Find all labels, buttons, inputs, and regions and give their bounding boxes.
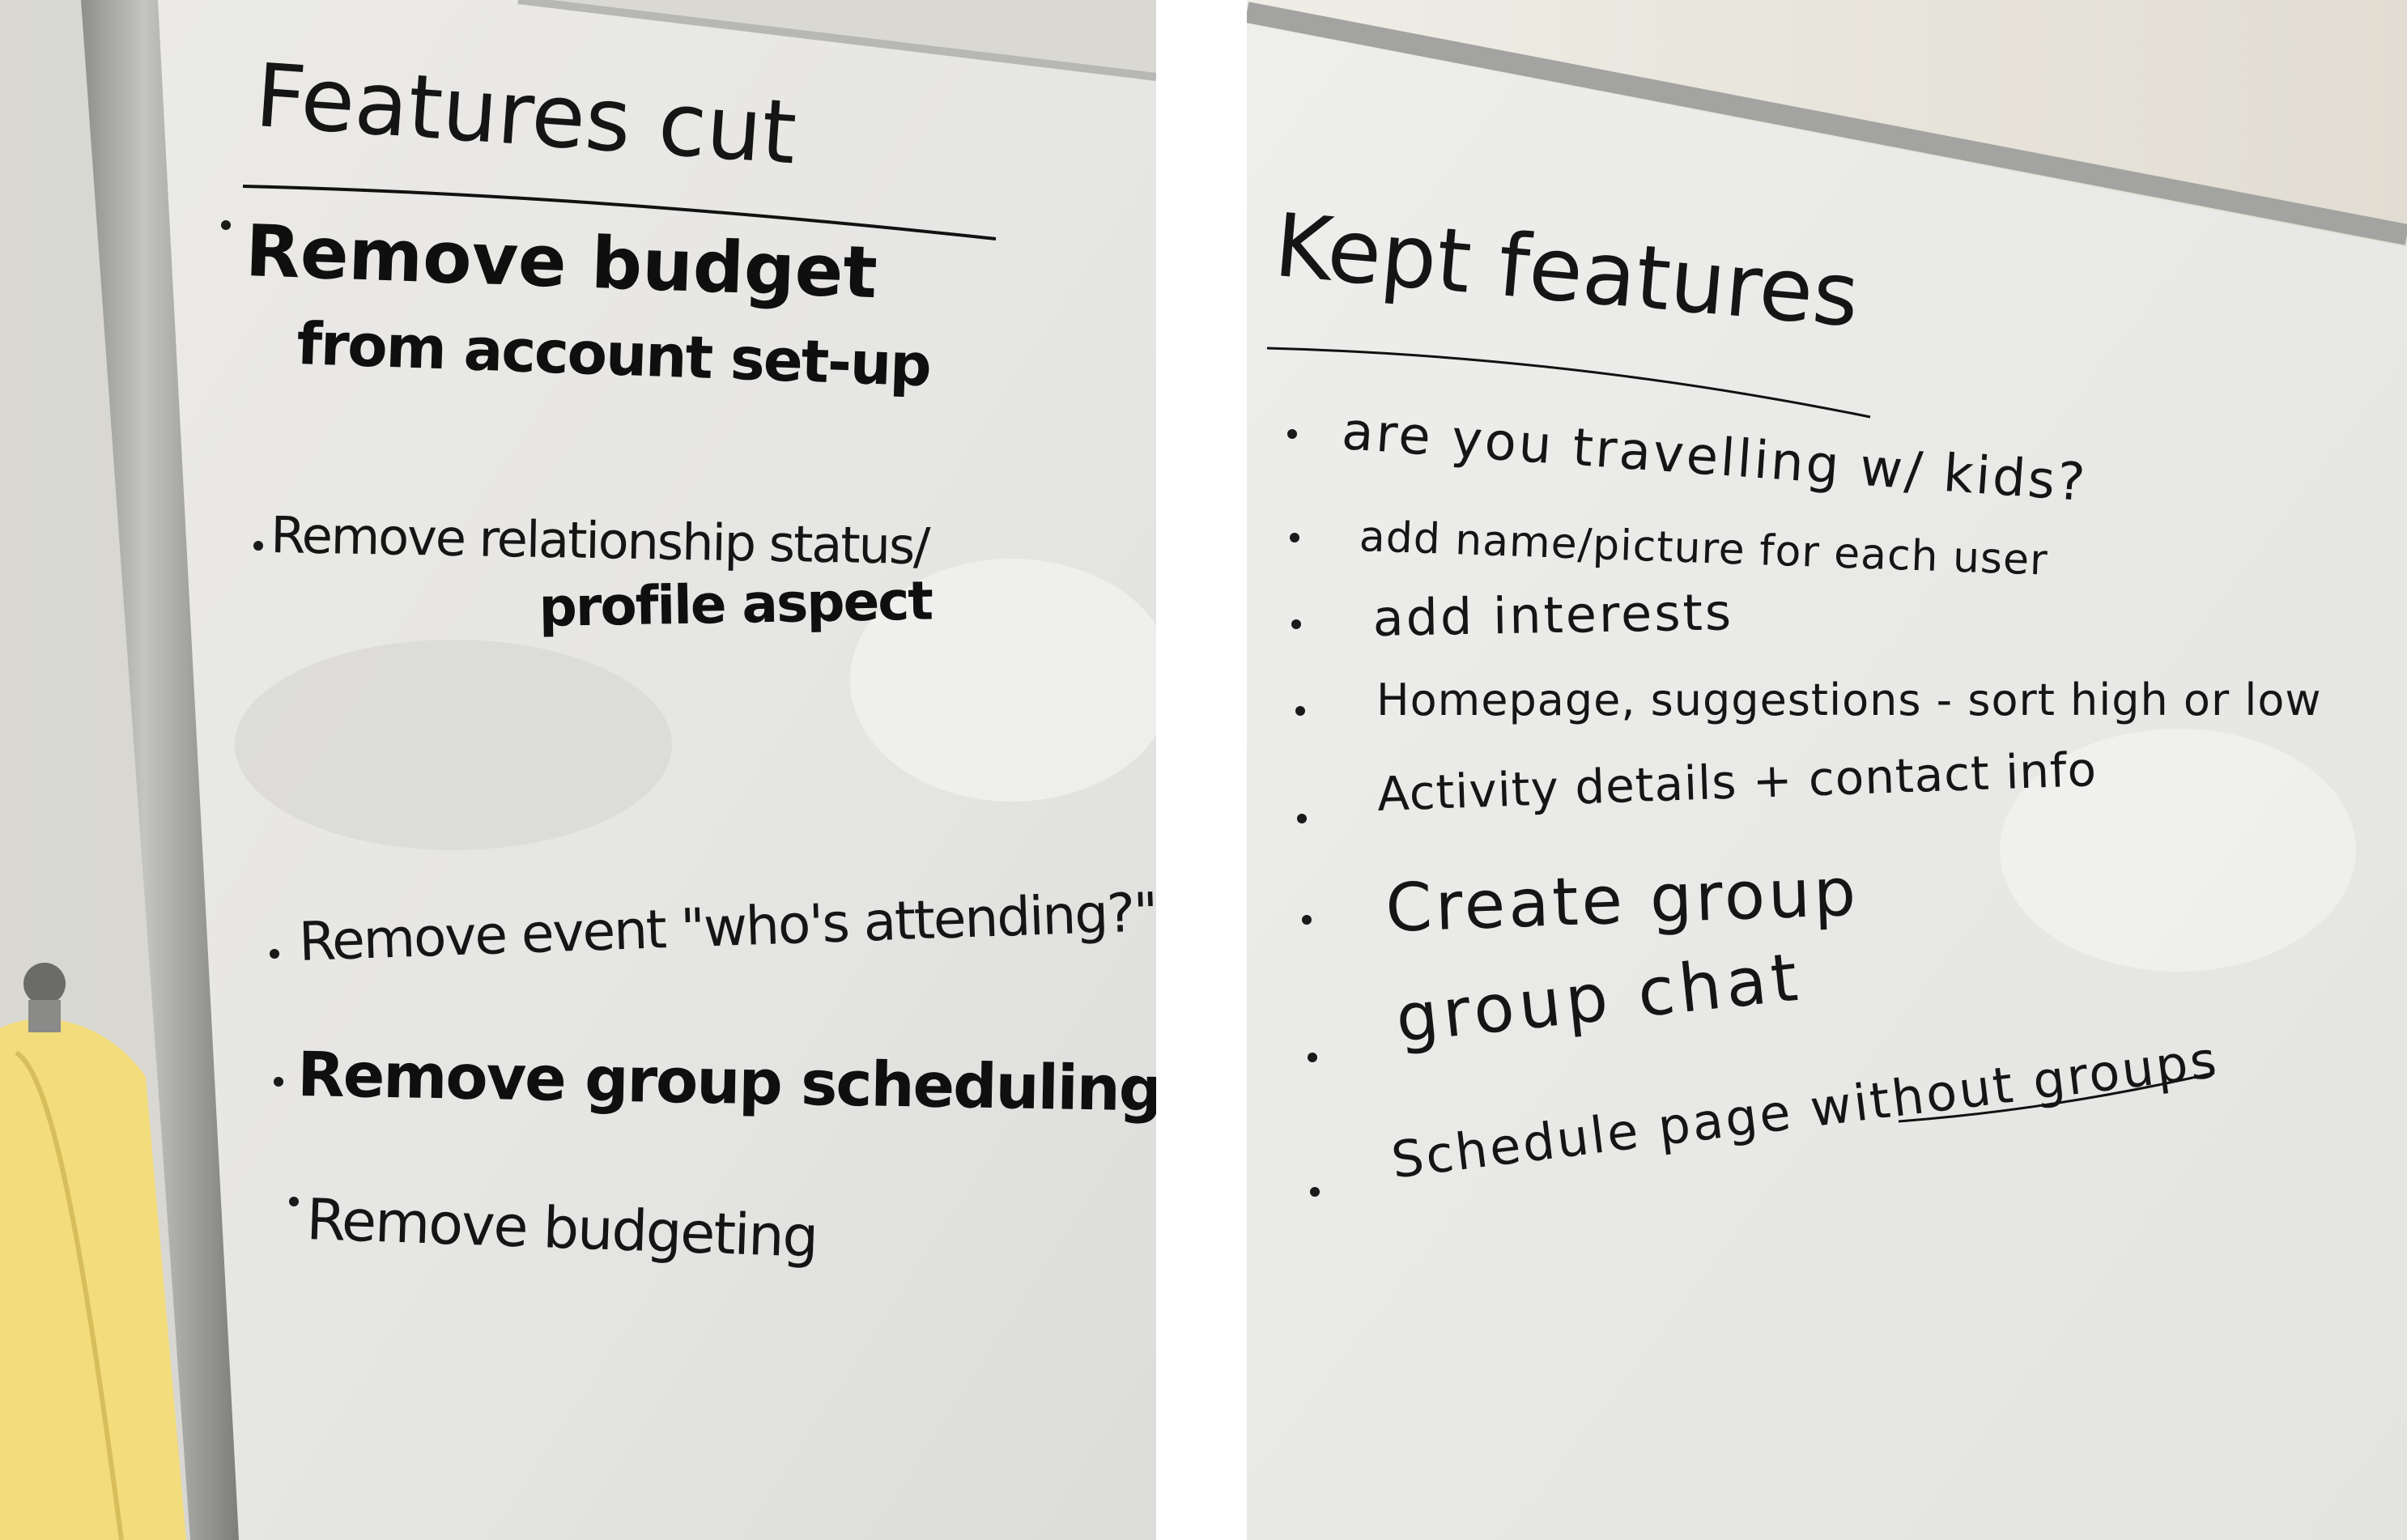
bullet	[274, 1077, 283, 1087]
heading-underline	[242, 185, 997, 240]
kept-item-6: Create group	[1384, 853, 1861, 947]
bullet	[253, 541, 263, 551]
left-whiteboard-photo: Features cut Remove budget from account …	[0, 0, 1156, 1540]
kept-item-3: add interests	[1371, 582, 1734, 648]
bullet	[1290, 533, 1299, 542]
glare	[850, 559, 1156, 802]
without-groups-underline	[1898, 1071, 2215, 1123]
bullet	[1287, 429, 1297, 439]
yellow-cloth	[0, 1019, 186, 1540]
cut-item-2-line1: Remove relationship status/	[270, 505, 929, 576]
top-frame	[517, 0, 1156, 81]
right-whiteboard-photo: Kept features are you travelling w/ kids…	[1247, 0, 2407, 1540]
bullet	[1291, 619, 1301, 629]
left-photo-background	[0, 0, 1156, 1540]
kept-item-4: Homepage, suggestions - sort high or low	[1376, 674, 2322, 725]
whiteboard-frame-top	[1247, 2, 2407, 245]
glare	[2000, 729, 2356, 972]
whiteboard-frame	[81, 0, 239, 1540]
cut-item-4: Remove group scheduling	[296, 1038, 1156, 1125]
whiteboard-surface	[1247, 24, 2407, 1540]
bullet	[1297, 814, 1307, 823]
right-photo-background	[1247, 0, 2407, 1540]
bullet	[270, 949, 279, 959]
erased-smudge	[235, 640, 672, 850]
clip-icon	[28, 1000, 61, 1032]
bullet	[289, 1197, 299, 1206]
bullet	[221, 220, 231, 230]
bullet	[1295, 706, 1305, 716]
magnet-icon	[23, 963, 66, 1005]
bullet	[1302, 915, 1312, 925]
bullet	[1310, 1187, 1320, 1197]
cut-item-2-line2: profile aspect	[538, 569, 933, 639]
heading-underline	[1266, 347, 1871, 419]
bullet	[1308, 1053, 1317, 1062]
